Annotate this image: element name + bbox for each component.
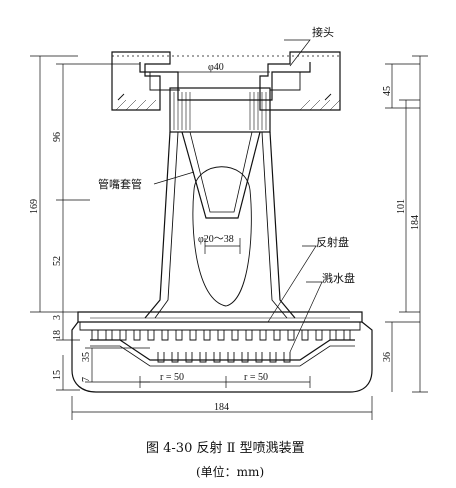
label-reflector: 反射盘	[316, 235, 349, 249]
dimension-lines	[30, 55, 428, 420]
dim-184-right: 184	[410, 215, 421, 230]
unit-note: (单位：mm)	[196, 464, 264, 479]
dim-phi-40: φ40	[208, 62, 224, 73]
label-splash-disc: 溅水盘	[322, 271, 355, 285]
label-joint: 接头	[312, 26, 334, 39]
dim-52: 52	[52, 256, 63, 266]
support-legs	[144, 131, 296, 319]
dim-15: 15	[52, 370, 63, 380]
joint-flange	[139, 62, 311, 101]
dim-phi-20-38: φ20～38	[198, 234, 234, 245]
top-teeth	[91, 330, 351, 341]
dim-96: 96	[52, 132, 63, 142]
dim-101: 101	[396, 199, 407, 214]
reflector-disc	[77, 311, 363, 331]
splash-basin	[71, 321, 373, 393]
dim-3: 3	[52, 315, 63, 320]
hatching	[115, 99, 341, 111]
dim-18: 18	[52, 330, 63, 340]
bottom-teeth	[157, 352, 291, 363]
dim-r50-left: r = 50	[160, 372, 184, 383]
figure-caption: 图 4-30 反射 Ⅱ 型喷溅装置	[146, 440, 305, 456]
dim-169: 169	[29, 199, 40, 214]
top-slab-left	[111, 51, 171, 111]
dim-35: 35	[81, 352, 92, 362]
dim-36: 36	[382, 352, 393, 362]
nozzle-cone	[181, 131, 261, 219]
label-nozzle-sleeve: 管嘴套管	[98, 177, 142, 191]
sleeve-pipe	[169, 87, 271, 133]
dim-r50-right: r = 50	[244, 372, 268, 383]
dim-45: 45	[382, 86, 393, 96]
top-slab-right	[259, 51, 341, 111]
dim-184-bottom: 184	[214, 402, 229, 413]
dim-7: 7	[81, 377, 92, 382]
water-bulb	[192, 166, 252, 307]
